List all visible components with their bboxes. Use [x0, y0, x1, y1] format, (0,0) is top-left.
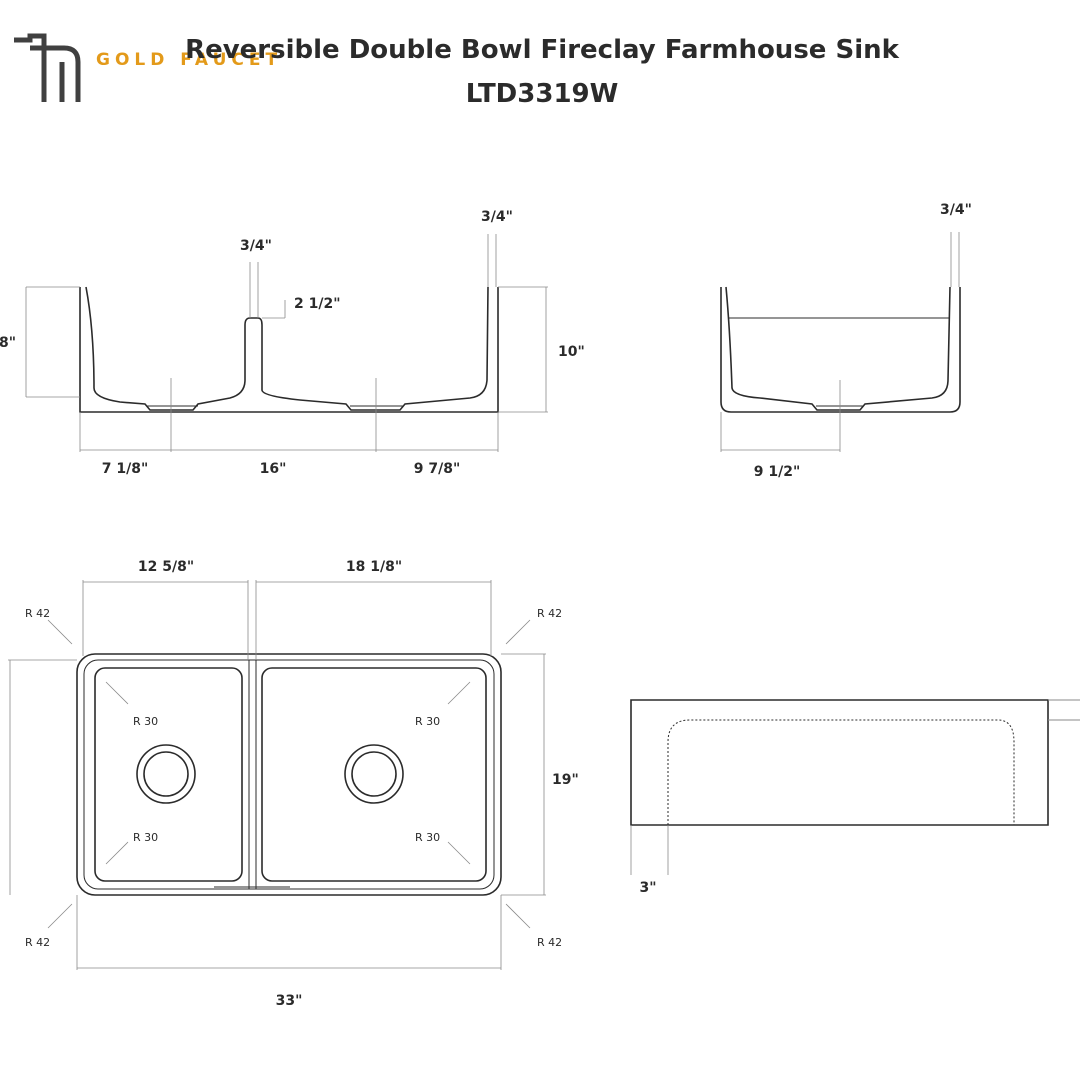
right-bowl: [261, 667, 487, 882]
bowl-divider-section: [250, 286, 489, 411]
apron-outline: [630, 699, 1049, 826]
left-offset-label: 7 1/8": [102, 461, 149, 477]
apron-hidden-edge: [667, 719, 1015, 825]
right-drain: [344, 744, 404, 804]
side-view-dimensions: [720, 232, 960, 452]
side-drain-offset-label: 9 1/2": [754, 464, 801, 480]
top-view: [76, 653, 502, 896]
front-height-label: 10": [558, 344, 585, 360]
divider-drop-label: 2 1/2": [294, 296, 341, 312]
inner-radius-label-1: R 30: [133, 715, 158, 728]
drain-spacing-label: 16": [260, 461, 287, 477]
left-bowl-section: [85, 286, 251, 411]
left-bowl: [94, 667, 243, 882]
left-bowl-width-label: 12 5/8": [138, 559, 194, 575]
top-view-dimensions: [8, 580, 546, 970]
inner-radius-label-3: R 30: [133, 831, 158, 844]
front-wall-thickness-label: 3/4": [481, 209, 513, 225]
apron-step-label: 3": [639, 880, 656, 896]
inner-radius-label-4: R 30: [415, 831, 440, 844]
side-section-view: [720, 286, 961, 413]
total-width-label: 33": [276, 993, 303, 1009]
drawing-title: Reversible Double Bowl Fireclay Farmhous…: [185, 35, 900, 65]
front-left-depth-label: 8": [0, 335, 16, 351]
front-view-outline: [79, 287, 499, 413]
radius-label-bottom-right: R 42: [537, 936, 562, 949]
sink-rim-inner: [83, 659, 495, 890]
right-offset-label: 9 7/8": [414, 461, 461, 477]
right-drain-inner: [351, 751, 397, 797]
side-view-outline: [720, 287, 961, 413]
sink-rim-outer: [76, 653, 502, 896]
apron-view: [630, 699, 1080, 826]
front-view-dimensions: [25, 234, 548, 452]
divider-thickness-label: 3/4": [240, 238, 272, 254]
radius-label-top-right: R 42: [537, 607, 562, 620]
faucet-logo-icon: [14, 33, 81, 102]
radius-label-top-left: R 42: [25, 607, 50, 620]
radius-label-bottom-left: R 42: [25, 936, 50, 949]
sink-depth-label: 19": [552, 772, 579, 788]
model-number: LTD3319W: [466, 79, 619, 109]
front-section-view: [79, 286, 499, 413]
left-drain: [136, 744, 196, 804]
inner-radius-label-2: R 30: [415, 715, 440, 728]
side-wall-thickness-label: 3/4": [940, 202, 972, 218]
brand-name: GOLD FAUCET: [96, 50, 282, 70]
apron-view-dimensions: [630, 825, 669, 875]
left-drain-inner: [143, 751, 189, 797]
right-bowl-width-label: 18 1/8": [346, 559, 402, 575]
